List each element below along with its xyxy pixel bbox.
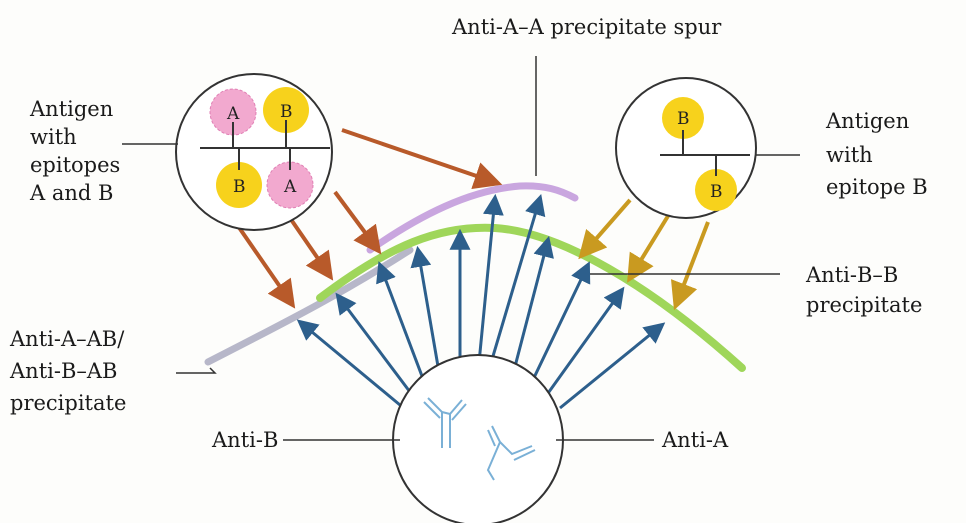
epitope-label: B: [233, 177, 246, 197]
label-line: A and B: [30, 180, 113, 206]
epitope-label: A: [283, 177, 297, 197]
label-line: Anti-A–AB/: [10, 326, 124, 352]
label-line: Anti-B–AB: [10, 358, 117, 384]
label-line: Antigen: [826, 108, 909, 134]
epitope-label: B: [710, 182, 723, 202]
antigen-b-circle: B B: [616, 78, 756, 218]
label-line: with: [30, 124, 77, 150]
antigen-ab-circle: A B B A: [176, 74, 332, 230]
label-line: Anti-B–B: [806, 262, 898, 288]
label-line: precipitate: [806, 292, 922, 318]
epitope-label: A: [226, 104, 240, 124]
label-line: precipitate: [10, 390, 126, 416]
spur-label: Anti-A–A precipitate spur: [452, 14, 721, 40]
label-line: epitope B: [826, 174, 928, 200]
label-line: epitopes: [30, 152, 120, 178]
label-line: Antigen: [30, 96, 113, 122]
antibody-circle: [393, 355, 563, 523]
label-line: with: [826, 142, 873, 168]
anti-b-label: Anti-B: [212, 427, 278, 453]
anti-a-label: Anti-A: [662, 427, 728, 453]
epitope-label: B: [677, 109, 690, 129]
epitope-label: B: [280, 102, 293, 122]
